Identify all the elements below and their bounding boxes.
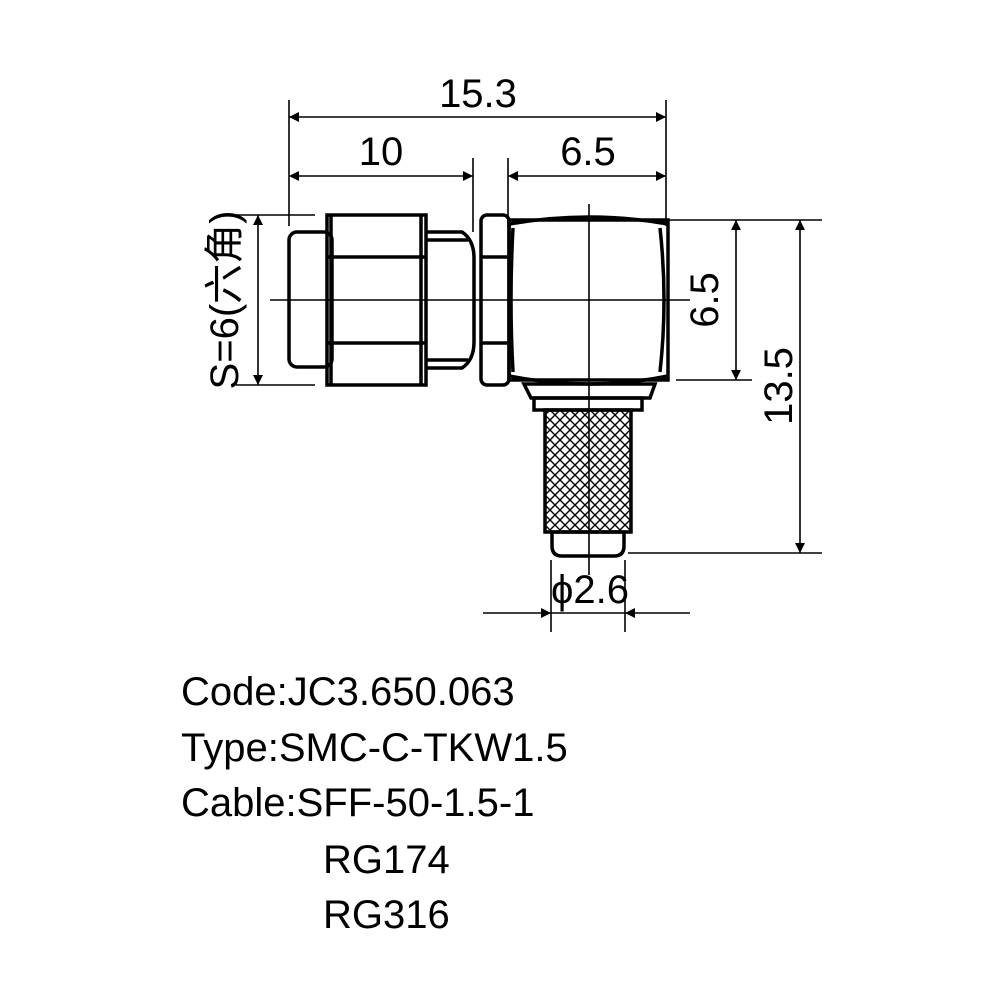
- diameter-symbol: ϕ: [551, 568, 573, 612]
- spec-type: Type:SMC-C-TKW1.5: [181, 726, 568, 770]
- spec-cable-alt-1: RG174: [323, 838, 450, 882]
- dim-label-diameter: ϕ2.6: [551, 568, 629, 612]
- ferrule-collar: [521, 382, 658, 400]
- spec-code: Code:JC3.650.063: [181, 670, 515, 714]
- ferrule-tip: [550, 530, 626, 558]
- extension-lines: [236, 100, 822, 632]
- dim-label-6-5-horizontal: 6.5: [560, 130, 616, 174]
- spec-cable-alt-2: RG316: [323, 893, 450, 937]
- knurled-sleeve: [543, 408, 633, 534]
- dim-label-6-5-vertical: 6.5: [683, 272, 727, 328]
- dim-label-10: 10: [359, 130, 404, 174]
- dim-label-13-5: 13.5: [757, 347, 801, 425]
- crimp-ferrule: [521, 382, 658, 558]
- dimension-lines: [253, 112, 805, 618]
- hex-nut: [325, 213, 428, 387]
- dim-label-15-3: 15.3: [439, 72, 517, 116]
- center-lines: [270, 204, 690, 575]
- spec-cable: Cable:SFF-50-1.5-1: [181, 781, 535, 825]
- dim-label-hex: S=6(六角): [202, 211, 248, 390]
- dimension-labels: 15.3 10 6.5 6.5 13.5 S=6(六角) ϕ2.6: [202, 72, 801, 612]
